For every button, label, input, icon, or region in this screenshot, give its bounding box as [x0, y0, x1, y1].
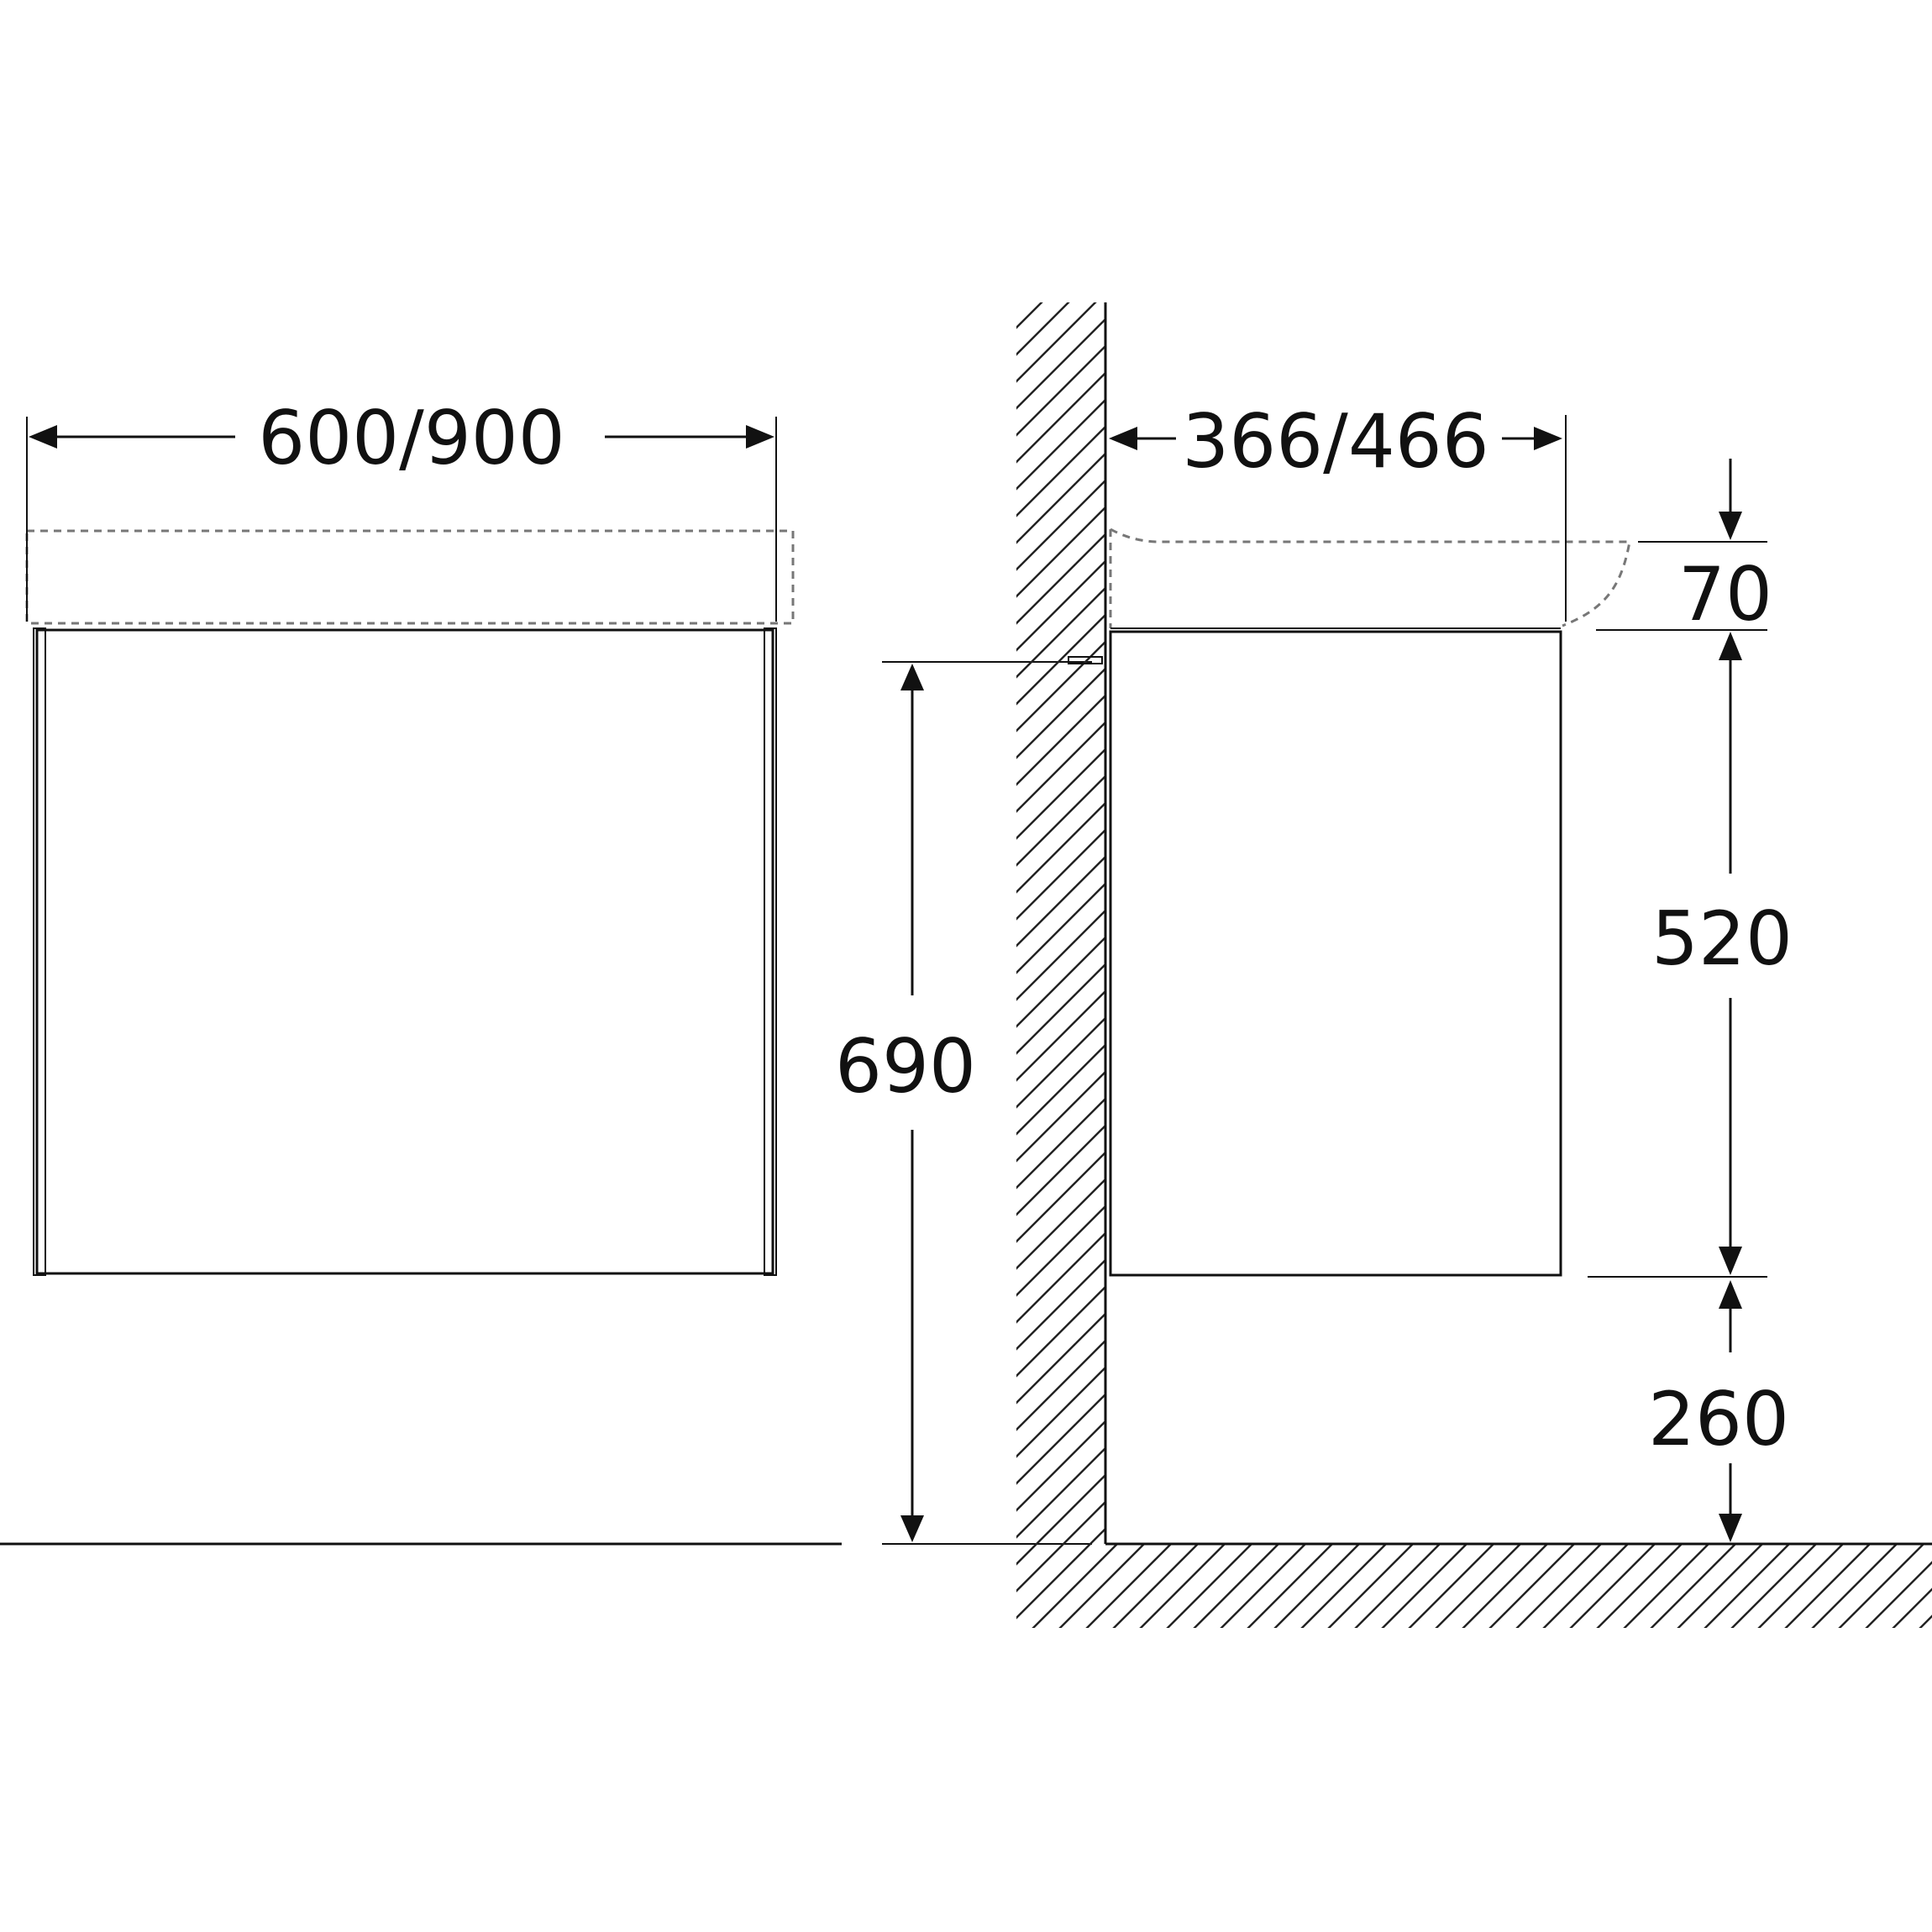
depth-arrow-right — [1534, 427, 1562, 450]
cabinet-height-label: 520 — [1651, 895, 1793, 982]
width-label: 600/900 — [258, 395, 565, 481]
front-view: 600/900 690 — [0, 395, 1092, 1546]
front-cabinet-body — [35, 628, 774, 1275]
top-height-arrow-down — [1719, 512, 1742, 540]
width-arrow-right — [746, 425, 774, 449]
front-countertop-outline — [25, 529, 795, 625]
floor-clearance-arrow-bottom — [1719, 1514, 1742, 1542]
side-cabinet-body — [1109, 630, 1562, 1277]
front-left-strip — [33, 627, 46, 1276]
total-height-arrow-bottom — [900, 1515, 924, 1542]
total-height-dimension: 690 — [835, 661, 1092, 1545]
depth-arrow-left — [1109, 427, 1137, 450]
floor-clearance-label: 260 — [1648, 1376, 1789, 1462]
depth-dimension: 366/466 — [1109, 398, 1567, 622]
total-height-arrow-top — [900, 664, 924, 690]
width-arrow-left — [29, 425, 57, 449]
floor-clearance-arrow-top — [1719, 1280, 1742, 1309]
cabinet-height-arrow-top — [1719, 632, 1742, 660]
top-height-dimension: 70 — [1678, 459, 1772, 638]
depth-label: 366/466 — [1182, 398, 1489, 485]
total-height-label: 690 — [835, 1023, 976, 1110]
floor-clearance-dimension: 260 — [1648, 1280, 1789, 1542]
top-height-label: 70 — [1678, 551, 1772, 638]
width-dimension: 600/900 — [26, 395, 777, 622]
side-countertop-outline — [1109, 528, 1631, 628]
wall-hatch — [1016, 302, 1105, 1544]
wall-bracket — [1068, 656, 1103, 664]
front-right-strip — [764, 627, 777, 1276]
floor-hatch — [1016, 1544, 1932, 1628]
cabinet-height-arrow-bottom — [1719, 1247, 1742, 1275]
cabinet-height-dimension: 520 — [1651, 632, 1793, 1275]
side-view: 366/466 70 520 260 — [1016, 302, 1932, 1628]
